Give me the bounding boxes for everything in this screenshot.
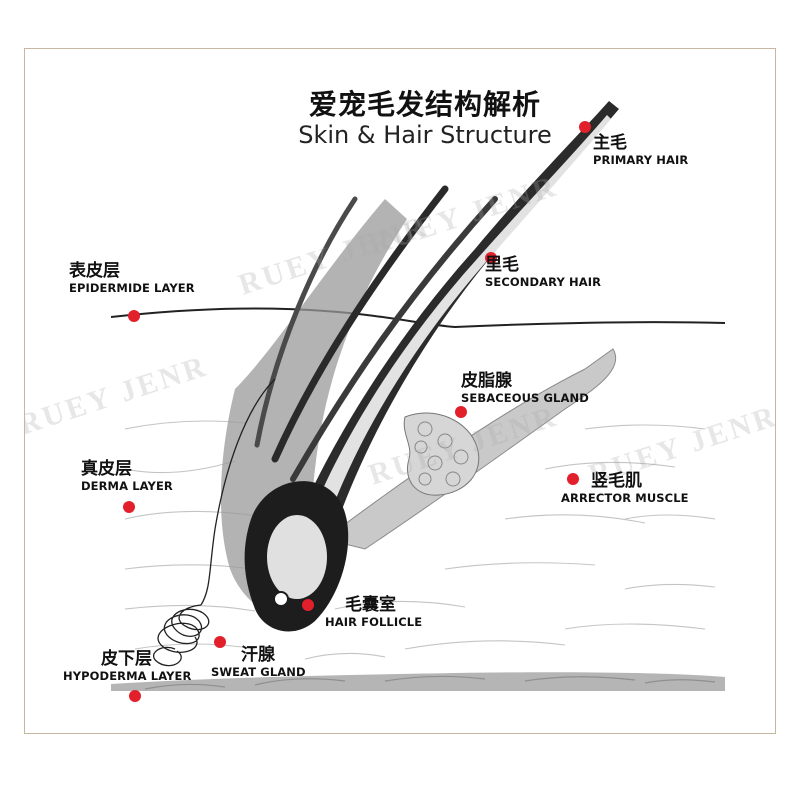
skin-hair-illustration: [110, 101, 726, 691]
label-arrector: 竖毛肌 ARRECTOR MUSCLE: [561, 471, 689, 505]
sebaceous-cn: 皮脂腺: [461, 371, 512, 391]
epidermide-cn: 表皮层: [69, 261, 120, 281]
secondary-hair-en: SECONDARY HAIR: [485, 275, 602, 289]
follicle-cn: 毛囊室: [345, 595, 396, 615]
primary-hair-en: PRIMARY HAIR: [593, 153, 689, 167]
hypoderma-band: [111, 672, 725, 691]
secondary-hairs: [254, 185, 498, 482]
follicle-en: HAIR FOLLICLE: [325, 615, 423, 629]
derma-fibres: [124, 420, 716, 660]
sebaceous-gland-shape: [403, 412, 480, 496]
label-hypoderma: 皮下层 HYPODERMA LAYER: [63, 649, 191, 683]
sebaceous-marker: [455, 406, 467, 418]
sweat-en: SWEAT GLAND: [211, 665, 306, 679]
hair-bulb: [244, 481, 349, 632]
epidermide-en: EPIDERMIDE LAYER: [69, 281, 195, 295]
label-follicle: 毛囊室 HAIR FOLLICLE: [325, 595, 422, 629]
label-primary-hair: 主毛 PRIMARY HAIR: [593, 133, 688, 167]
secondary-hair-cn: 里毛: [485, 255, 519, 275]
epidermide-marker: [128, 310, 140, 322]
derma-marker: [123, 501, 135, 513]
sweat-cn: 汗腺: [241, 645, 275, 665]
label-sweat: 汗腺 SWEAT GLAND: [211, 645, 306, 679]
hypoderma-texture: [144, 675, 716, 690]
label-derma: 真皮层 DERMA LAYER: [81, 459, 173, 493]
primary-hair-cn: 主毛: [593, 133, 627, 153]
arrector-marker: [567, 473, 579, 485]
sebaceous-en: SEBACEOUS GLAND: [461, 391, 589, 405]
diagram-frame: RUEY JENR RUEY JENR RUEY JENR RUEY JENR …: [24, 48, 776, 734]
primary-hair-marker: [579, 121, 591, 133]
title-english: Skin & Hair Structure: [298, 121, 552, 149]
arrector-cn: 竖毛肌: [591, 471, 642, 491]
label-secondary-hair: 里毛 SECONDARY HAIR: [485, 255, 601, 289]
sweat-marker: [214, 636, 226, 648]
arrector-en: ARRECTOR MUSCLE: [561, 491, 689, 505]
sweat-gland-shape: [152, 378, 276, 667]
hypoderma-cn: 皮下层: [101, 649, 152, 669]
label-epidermide: 表皮层 EPIDERMIDE LAYER: [69, 261, 195, 295]
derma-en: DERMA LAYER: [81, 479, 173, 493]
hypoderma-en: HYPODERMA LAYER: [63, 669, 192, 683]
hypoderma-marker: [129, 690, 141, 702]
derma-cn: 真皮层: [81, 459, 132, 479]
secondary-hair-marker: [485, 252, 497, 264]
title-chinese: 爱宠毛发结构解析: [308, 88, 541, 121]
epidermis-line: [110, 307, 726, 329]
follicle-marker: [302, 599, 314, 611]
label-sebaceous: 皮脂腺 SEBACEOUS GLAND: [461, 371, 589, 405]
